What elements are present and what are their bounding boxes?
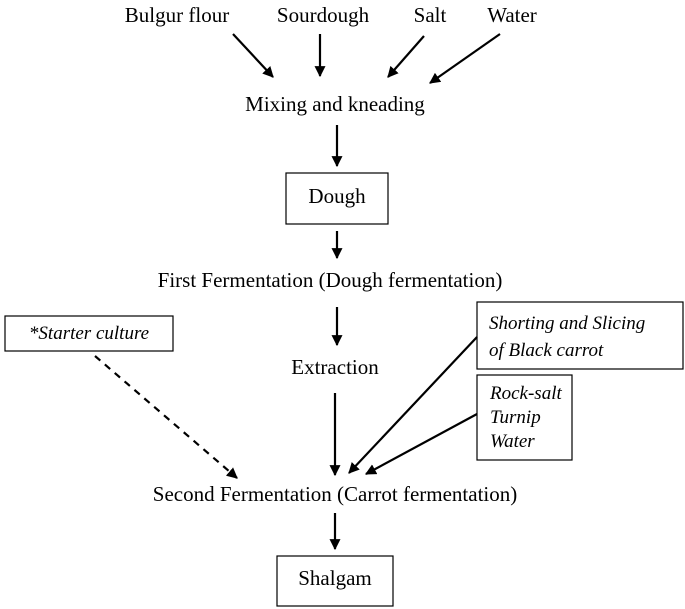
- arrow-black-carrot-to-second-fermentation: [348, 336, 478, 474]
- side-input-rock-salt: Rock-salt: [489, 383, 562, 404]
- step-shalgam: Shalgam: [298, 566, 372, 590]
- side-input-turnip: Turnip: [490, 407, 541, 428]
- arrow-bulgur-to-mixing: [232, 33, 274, 78]
- arrow-water-to-mixing: [429, 33, 501, 84]
- side-input-black-carrot-line2: of Black carrot: [489, 340, 604, 361]
- ingredient-water: Water: [487, 3, 537, 27]
- arrow-salt-to-mixing: [387, 35, 425, 78]
- dashed-arrow-starter-culture: [94, 355, 238, 479]
- step-dough: Dough: [308, 184, 366, 208]
- ingredient-salt: Salt: [414, 3, 447, 27]
- black-carrot-box: [476, 301, 684, 370]
- shalgam-box: [276, 555, 394, 607]
- dough-box: [285, 172, 389, 225]
- side-input-water: Water: [490, 431, 535, 452]
- ingredient-sourdough: Sourdough: [277, 3, 370, 27]
- side-input-starter-culture: *Starter culture: [29, 323, 149, 344]
- starter-culture-box: [4, 315, 174, 352]
- step-first-fermentation: First Fermentation (Dough fermentation): [158, 268, 503, 292]
- step-extraction: Extraction: [291, 355, 379, 379]
- step-mixing-kneading: Mixing and kneading: [245, 92, 425, 116]
- ingredient-bulgur-flour: Bulgur flour: [125, 3, 229, 27]
- step-second-fermentation: Second Fermentation (Carrot fermentation…: [153, 482, 517, 506]
- additions-box: [476, 374, 573, 461]
- side-input-black-carrot-line1: Shorting and Slicing: [489, 313, 645, 334]
- arrow-additions-to-second-fermentation: [365, 413, 478, 475]
